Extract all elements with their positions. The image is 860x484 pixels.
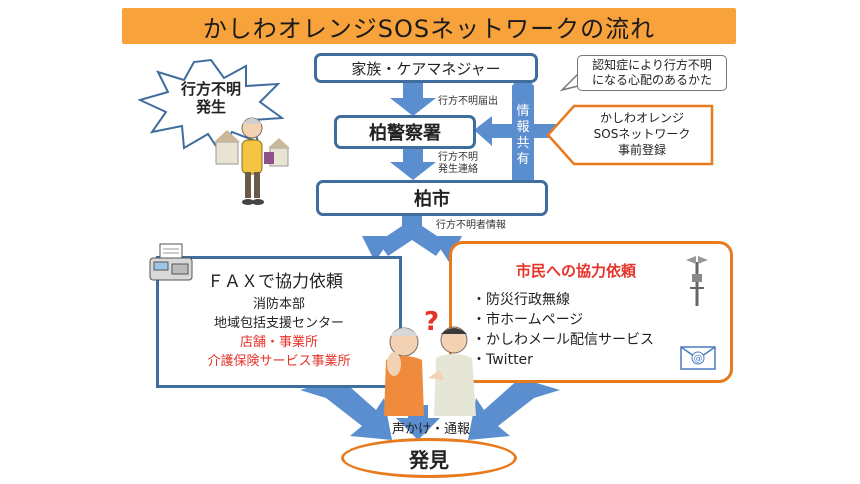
label-missing-contact: 行方不明 発生連絡 <box>438 152 478 175</box>
citizen-item: ・Twitter <box>472 352 533 368</box>
missing-burst-text: 行方不明 発生 <box>180 80 241 116</box>
label-missing-person-info: 行方不明者情報 <box>436 220 506 231</box>
concern-callout: 認知症により行方不明 になる心配のあるかた <box>577 55 727 91</box>
info-share-label: 情 報 共 有 <box>516 104 530 167</box>
svg-text:@: @ <box>694 354 703 364</box>
kashiwa-city-label: 柏市 <box>414 189 450 210</box>
citizen-item: ・かしわメール配信サービス <box>472 332 654 348</box>
kashiwa-city-box: 柏市 <box>316 180 548 216</box>
arrow-left-to-found <box>300 378 392 440</box>
arrow-right-to-found <box>468 378 560 440</box>
fax-item: 介護保険サービス事業所 <box>207 354 351 369</box>
fax-item: 店舗・事業所 <box>239 335 318 350</box>
people-conversation-illustration: ? <box>384 307 476 416</box>
family-caremanager-label: 家族・ケアマネジャー <box>351 59 501 78</box>
citizen-item-list: ・防災行政無線 ・市ホームページ ・かしわメール配信サービス ・Twitter <box>472 290 654 370</box>
fax-item: 地域包括支援センター <box>213 316 344 331</box>
citizen-item: ・市ホームページ <box>472 312 584 328</box>
citizen-heading: 市民への協力依頼 <box>516 262 637 280</box>
fax-request-box: ＦＡＸで協力依頼 消防本部 地域包括支援センター 店舗・事業所 介護保険サービス… <box>156 256 402 388</box>
page-title: かしわオレンジSOSネットワークの流れ <box>122 8 736 44</box>
found-ellipse: 発見 <box>341 438 517 478</box>
police-station-box: 柏警察署 <box>334 115 476 149</box>
label-missing-report: 行方不明届出 <box>438 96 498 107</box>
arrow-center-to-found <box>396 405 440 440</box>
arrow-family-to-police <box>390 82 436 116</box>
citizen-item: ・防災行政無線 <box>472 292 570 308</box>
email-icon: @ <box>680 346 716 370</box>
pre-registration-text: かしわオレンジ SOSネットワーク 事前登録 <box>593 111 691 157</box>
arrow-registration-to-police <box>474 116 560 146</box>
svg-text:?: ? <box>424 307 439 337</box>
pre-registration-arrow-shape <box>546 104 714 166</box>
family-caremanager-box: 家族・ケアマネジャー <box>314 53 538 83</box>
call-report-label: 声かけ・通報 <box>392 422 471 437</box>
arrow-police-to-city <box>390 146 436 180</box>
fax-machine-icon <box>149 243 193 281</box>
loudspeaker-icon <box>686 256 708 306</box>
police-station-label: 柏警察署 <box>369 123 441 144</box>
arrow-city-split <box>378 214 446 256</box>
fax-item-list: 消防本部 地域包括支援センター 店舗・事業所 介護保険サービス事業所 <box>159 295 399 371</box>
found-label: 発見 <box>409 447 449 472</box>
fax-heading: ＦＡＸで協力依頼 <box>207 272 343 292</box>
elderly-walking-illustration <box>214 117 290 205</box>
fax-item: 消防本部 <box>252 297 305 312</box>
